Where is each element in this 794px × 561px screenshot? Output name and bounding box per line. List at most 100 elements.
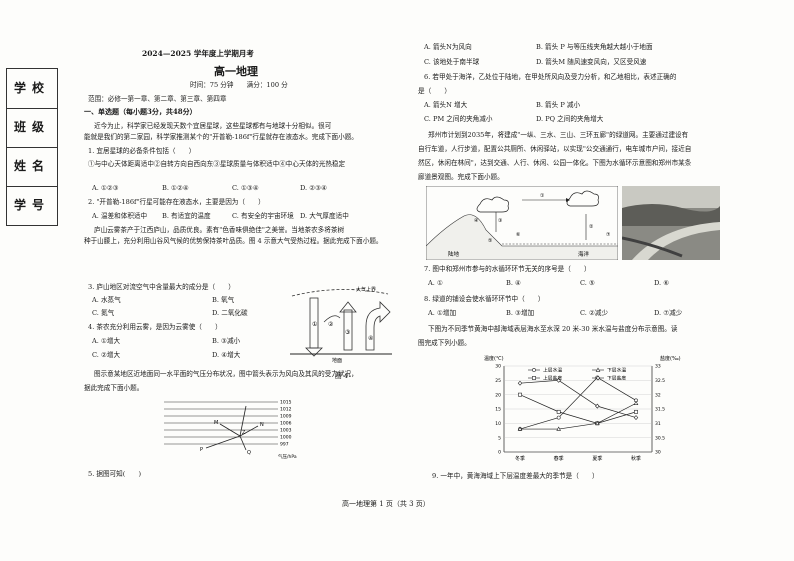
q4-option-b: B. ③减小 xyxy=(212,337,241,345)
exam-title: 2024—2025 学年度上学期月考 xyxy=(142,49,254,58)
q4-option-a: A. ①增大 xyxy=(92,337,121,345)
y-right-tick: 32.5 xyxy=(655,378,665,384)
question-5: 5. 据图可知( ) xyxy=(88,470,142,478)
q6-option-b: B. 箭头 P 减小 xyxy=(536,101,581,109)
water-cycle-figure: ① ② ③ ④ ⑤ ⑥ ⑦ 陆地 海洋 xyxy=(426,186,618,260)
question-3: 3. 庐山地区对流空气中含量最大的成分是（ ） xyxy=(88,283,235,291)
q7-option-d: D. ⑥ xyxy=(654,279,670,287)
q6-option-a: A. 箭头N 增大 xyxy=(424,101,468,109)
q2-option-c: C. 有安全的宇宙环境 xyxy=(232,212,294,220)
greenway-photo xyxy=(622,186,720,260)
temperature-salinity-chart: 温度(℃) 盐度(‰) 0510152025303030.53131.53232… xyxy=(484,355,681,462)
vector-q xyxy=(239,435,247,451)
question-9: 9. 一年中，黄海海域上下层温度差最大的季节是（ ） xyxy=(432,472,599,480)
para3-line-1: 图示意某地区近地面同一水平面的气压分布状况，图中箭头表示为风向及其风的受力状况， xyxy=(94,370,358,378)
q2-option-d: D. 大气厚度适中 xyxy=(300,212,349,220)
series-point xyxy=(633,415,639,421)
figure-4-caption: 图 4 xyxy=(335,372,348,380)
atmosphere-top-label: 大气上界 xyxy=(356,286,376,293)
student-info-table: 学校 班级 姓名 学号 xyxy=(6,68,58,226)
series-line xyxy=(519,394,637,424)
arrow-2-head xyxy=(339,301,357,313)
label-2: ② xyxy=(589,224,594,230)
q2-option-a: A. 温差和体积适中 xyxy=(92,212,148,220)
ground-label: 地面 xyxy=(332,357,342,364)
isobar-1000: 1000 xyxy=(280,435,292,441)
x-tick-label: 夏季 xyxy=(592,455,602,462)
series-point xyxy=(595,420,600,426)
chart-axes: 0510152025303030.53131.53232.533冬季春季夏季秋季 xyxy=(495,364,665,462)
land-label: 陆地 xyxy=(448,250,460,258)
arrow-3-shape xyxy=(365,301,391,351)
y-right-tick: 31.5 xyxy=(655,407,665,413)
legend-marker xyxy=(595,367,601,372)
isobar-1015: 1015 xyxy=(280,400,292,406)
y-left-tick: 30 xyxy=(495,364,501,370)
section-title: 一、单选题（每小题3分，共48分） xyxy=(84,107,197,116)
legend-label: 上层盐度 xyxy=(543,375,562,382)
q6-option-c: C. PM 之间的夹角减小 xyxy=(424,115,493,123)
q7-option-b: B. ④ xyxy=(506,279,521,287)
question-6-line-2: 是（ ） xyxy=(418,87,451,95)
label-1: ① xyxy=(540,193,545,199)
series-point xyxy=(517,380,523,386)
series-line xyxy=(519,377,637,430)
para5-line-2: 图完成下列小题。 xyxy=(418,339,471,347)
q1-option-b: B. ①②④ xyxy=(162,184,189,192)
q1-option-a: A. ①②③ xyxy=(92,184,119,192)
y-left-label: 温度(℃) xyxy=(484,355,504,362)
q8-option-d: D. ⑦减少 xyxy=(654,309,683,317)
y-left-tick: 20 xyxy=(495,392,501,398)
series-point xyxy=(633,400,639,405)
label-n: N xyxy=(260,422,264,428)
isobar-lines xyxy=(164,401,278,445)
y-left-tick: 25 xyxy=(495,378,501,384)
q7-option-a: A. ① xyxy=(428,279,443,287)
series-2 xyxy=(517,400,639,431)
label-5: ⑤ xyxy=(488,238,492,244)
question-4: 4. 茶农充分利用云雾，是因为云雾使（ ） xyxy=(88,323,222,331)
photo-shrubs xyxy=(622,236,683,258)
q1-option-d: D. ②③④ xyxy=(300,184,327,192)
atmosphere-top-line xyxy=(291,289,389,297)
series-point xyxy=(556,426,561,431)
series-line xyxy=(520,402,637,430)
q3-option-c: C. 氮气 xyxy=(92,309,115,317)
isobar-997: 997 xyxy=(280,442,289,448)
series-point xyxy=(517,426,523,431)
legend-label: 上层水温 xyxy=(543,367,562,374)
q4-option-d: D. ④增大 xyxy=(212,351,241,359)
para4-line-1: 郑州市计划到2035年，将建成"一纵、三水、三山、三环五廊"的绿道网。主要通过建… xyxy=(428,131,689,139)
y-right-tick: 33 xyxy=(655,364,661,370)
photo-path xyxy=(632,222,720,260)
intro-line-1: 近今为止，科学家已经发现天数个宜居星球，这些星球都有与地球十分相似。很可 xyxy=(94,122,332,130)
school-cell: 学校 xyxy=(7,69,57,109)
scope-text: 范围：必修一第一章、第二章、第三章、第四章 xyxy=(88,95,227,103)
para4-line-4: 廊道景观图。完成下面小题。 xyxy=(418,173,504,181)
series-point xyxy=(518,392,522,397)
q8-option-b: B. ③增加 xyxy=(506,309,535,317)
para4-line-2: 自行车道，人行步道，配置公共厕所、休闲驿站，以实现"公交通通行，电车城市户间，接… xyxy=(418,145,692,153)
arrow-2-shaft xyxy=(343,309,353,351)
q5-option-d: D. 箭头M 随风速变风向，又区受风速 xyxy=(536,58,647,66)
label-m: M xyxy=(214,420,218,426)
y-right-label: 盐度(‰) xyxy=(660,355,681,362)
isobar-1006: 1006 xyxy=(280,421,292,427)
cloud-right xyxy=(566,190,599,207)
time-score: 时间：75 分钟 满分：100 分 xyxy=(190,81,288,89)
arrow-2-label: ③ xyxy=(345,329,350,336)
arrow-1-label: ① xyxy=(312,321,317,328)
isobar-unit: 气压/hPa xyxy=(278,453,297,460)
series-point xyxy=(556,415,561,420)
q3-option-a: A. 水蒸气 xyxy=(92,296,121,304)
para2-line-2: 种于山腰上，充分利用山谷风气候的优势保持茶叶品质。图 4 示意大气受热过程。据此… xyxy=(84,237,383,245)
sea-label: 海洋 xyxy=(578,250,590,258)
q5-option-a: A. 箭头N为风向 xyxy=(424,43,472,51)
question-2: 2. "开普勒-186f"行星可能存在液态水，主要是因为（ ） xyxy=(88,198,265,206)
subject-title: 高一地理 xyxy=(214,65,258,78)
y-left-tick: 0 xyxy=(498,450,501,456)
series-point xyxy=(595,403,600,409)
q4-option-c: C. ②增大 xyxy=(92,351,121,359)
y-left-tick: 10 xyxy=(495,421,501,427)
para4-line-3: 然区，休闲在林间"，达到交通、人行、休闲、公园一体化。下图为水循环示意图和郑州市… xyxy=(418,159,692,167)
